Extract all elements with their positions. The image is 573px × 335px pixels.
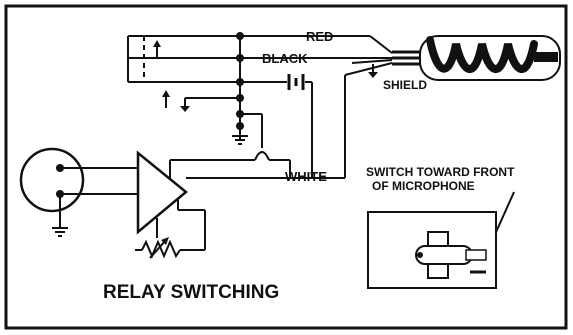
switch-box bbox=[367, 211, 497, 289]
white-label: WHITE bbox=[285, 169, 327, 184]
black-wire bbox=[128, 54, 392, 62]
amplifier-triangle bbox=[136, 150, 188, 235]
shield-label: SHIELD bbox=[383, 78, 427, 92]
cable-bundle bbox=[392, 50, 420, 66]
switch-note-line1: SWITCH TOWARD FRONT bbox=[366, 165, 515, 179]
potentiometer bbox=[135, 198, 206, 259]
connector-plug bbox=[419, 35, 561, 81]
ground-branch bbox=[162, 90, 263, 148]
white-wire bbox=[169, 62, 393, 179]
battery-symbol bbox=[236, 74, 313, 178]
red-label: RED bbox=[306, 29, 333, 44]
mic-element bbox=[19, 147, 138, 237]
shield-wire bbox=[351, 59, 393, 78]
ground-icon bbox=[232, 122, 248, 145]
red-wire bbox=[128, 32, 393, 54]
switch-note-line2: OF MICROPHONE bbox=[372, 179, 475, 193]
diagram-caption: RELAY SWITCHING bbox=[103, 282, 279, 303]
black-label: BLACK bbox=[262, 51, 308, 66]
diagram-border bbox=[4, 4, 568, 330]
switch-contact bbox=[127, 36, 240, 83]
